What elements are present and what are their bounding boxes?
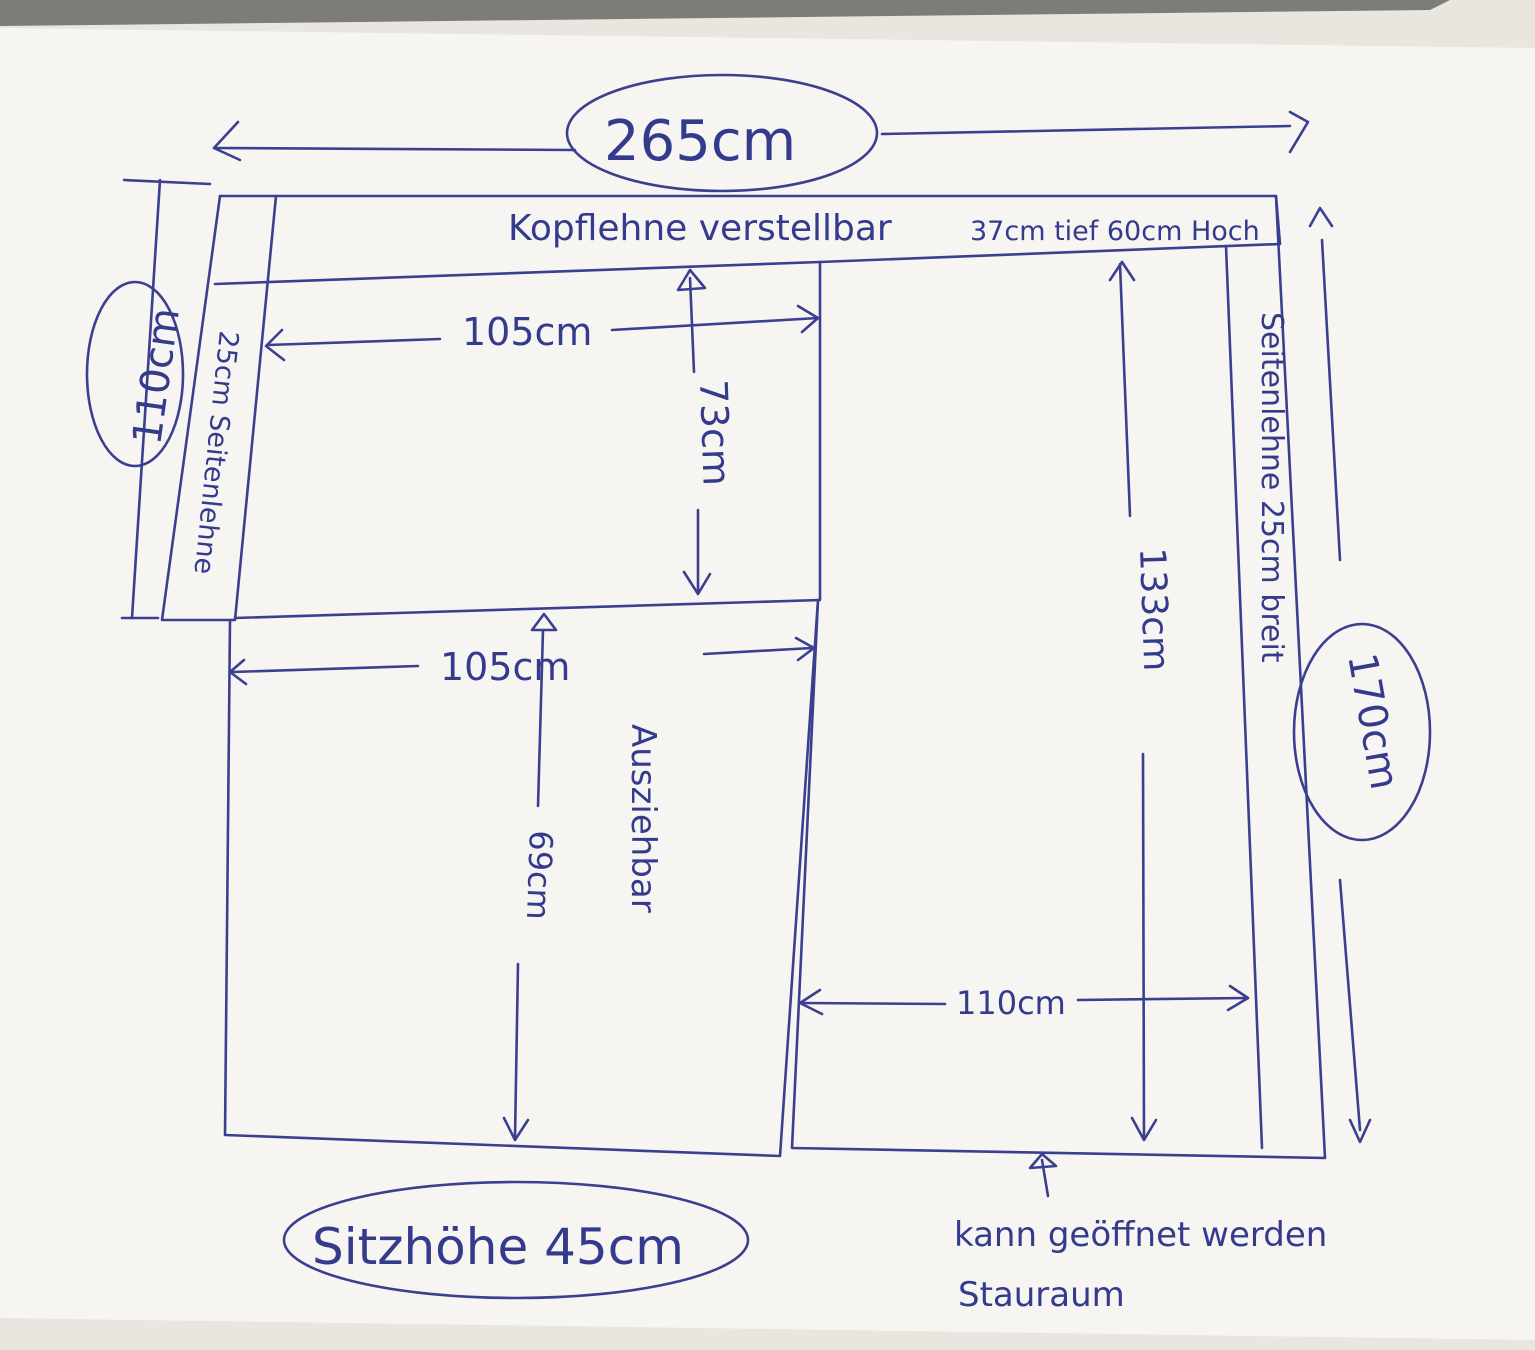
right-width-label: 110cm [956,984,1066,1022]
laptop-edge [0,0,1450,26]
storage-arrow [1028,1152,1058,1198]
height-110-cap-top [122,178,212,186]
upper-105-arrowheads [264,304,820,362]
right-armrest-label: Seitenlehne 25cm breit [1254,312,1289,663]
width-265-circle [565,73,879,193]
right-133-line [1118,262,1146,1140]
height-110-line [130,178,162,620]
headrest-band [213,194,1282,286]
width-265-line-right [880,124,1292,136]
upper-width-label: 105cm [462,310,592,354]
total-width-label: 265cm [604,109,796,174]
lower-width-label: 105cm [440,645,570,689]
width-265-arrow-right [1288,110,1310,154]
lower-69-arrowheads [502,612,558,1142]
lower-69-line [513,628,545,1140]
upper-73-arrowheads [676,268,712,596]
right-110-line [798,996,1250,1006]
seat-height-label: Sitzhöhe 45cm [312,1218,684,1276]
sketch-labels: 265cm Kopflehne verstellbar 37cm tief 60… [124,109,1407,1315]
lower-seat [223,598,820,1158]
width-265-arrow-left [212,120,242,162]
paper-sheet [0,28,1535,1340]
storage-note-line-2: Stauraum [958,1275,1125,1315]
height-110-circle [85,280,185,468]
right-depth-label: 133cm [1131,547,1176,672]
right-133-arrowheads [1108,260,1158,1142]
left-armrest [160,194,278,622]
upper-105-line [266,316,820,347]
lower-105-arrowheads [228,636,816,686]
right-armrest [1224,244,1264,1150]
storage-note-line-1: kann geöffnet werden [954,1215,1327,1255]
right-170-line [1320,238,1362,1132]
lower-depth-label: 69cm [519,830,560,921]
right-170-circle [1292,622,1432,842]
right-170-arrowheads [1308,206,1372,1144]
seat-height-circle [282,1180,750,1300]
headrest-dims-label: 37cm tief 60cm Hoch [970,216,1260,247]
sofa-outline [85,73,1432,1300]
right-110-arrowheads [798,984,1250,1016]
right-chaise [790,194,1327,1160]
extendable-label: Ausziehbar [623,724,663,913]
upper-depth-label: 73cm [691,379,739,487]
width-265-line-left [212,146,577,152]
upper-73-line [688,276,700,594]
lower-105-line [230,646,814,674]
upper-seat [233,260,822,620]
headrest-label: Kopflehne verstellbar [508,208,892,249]
